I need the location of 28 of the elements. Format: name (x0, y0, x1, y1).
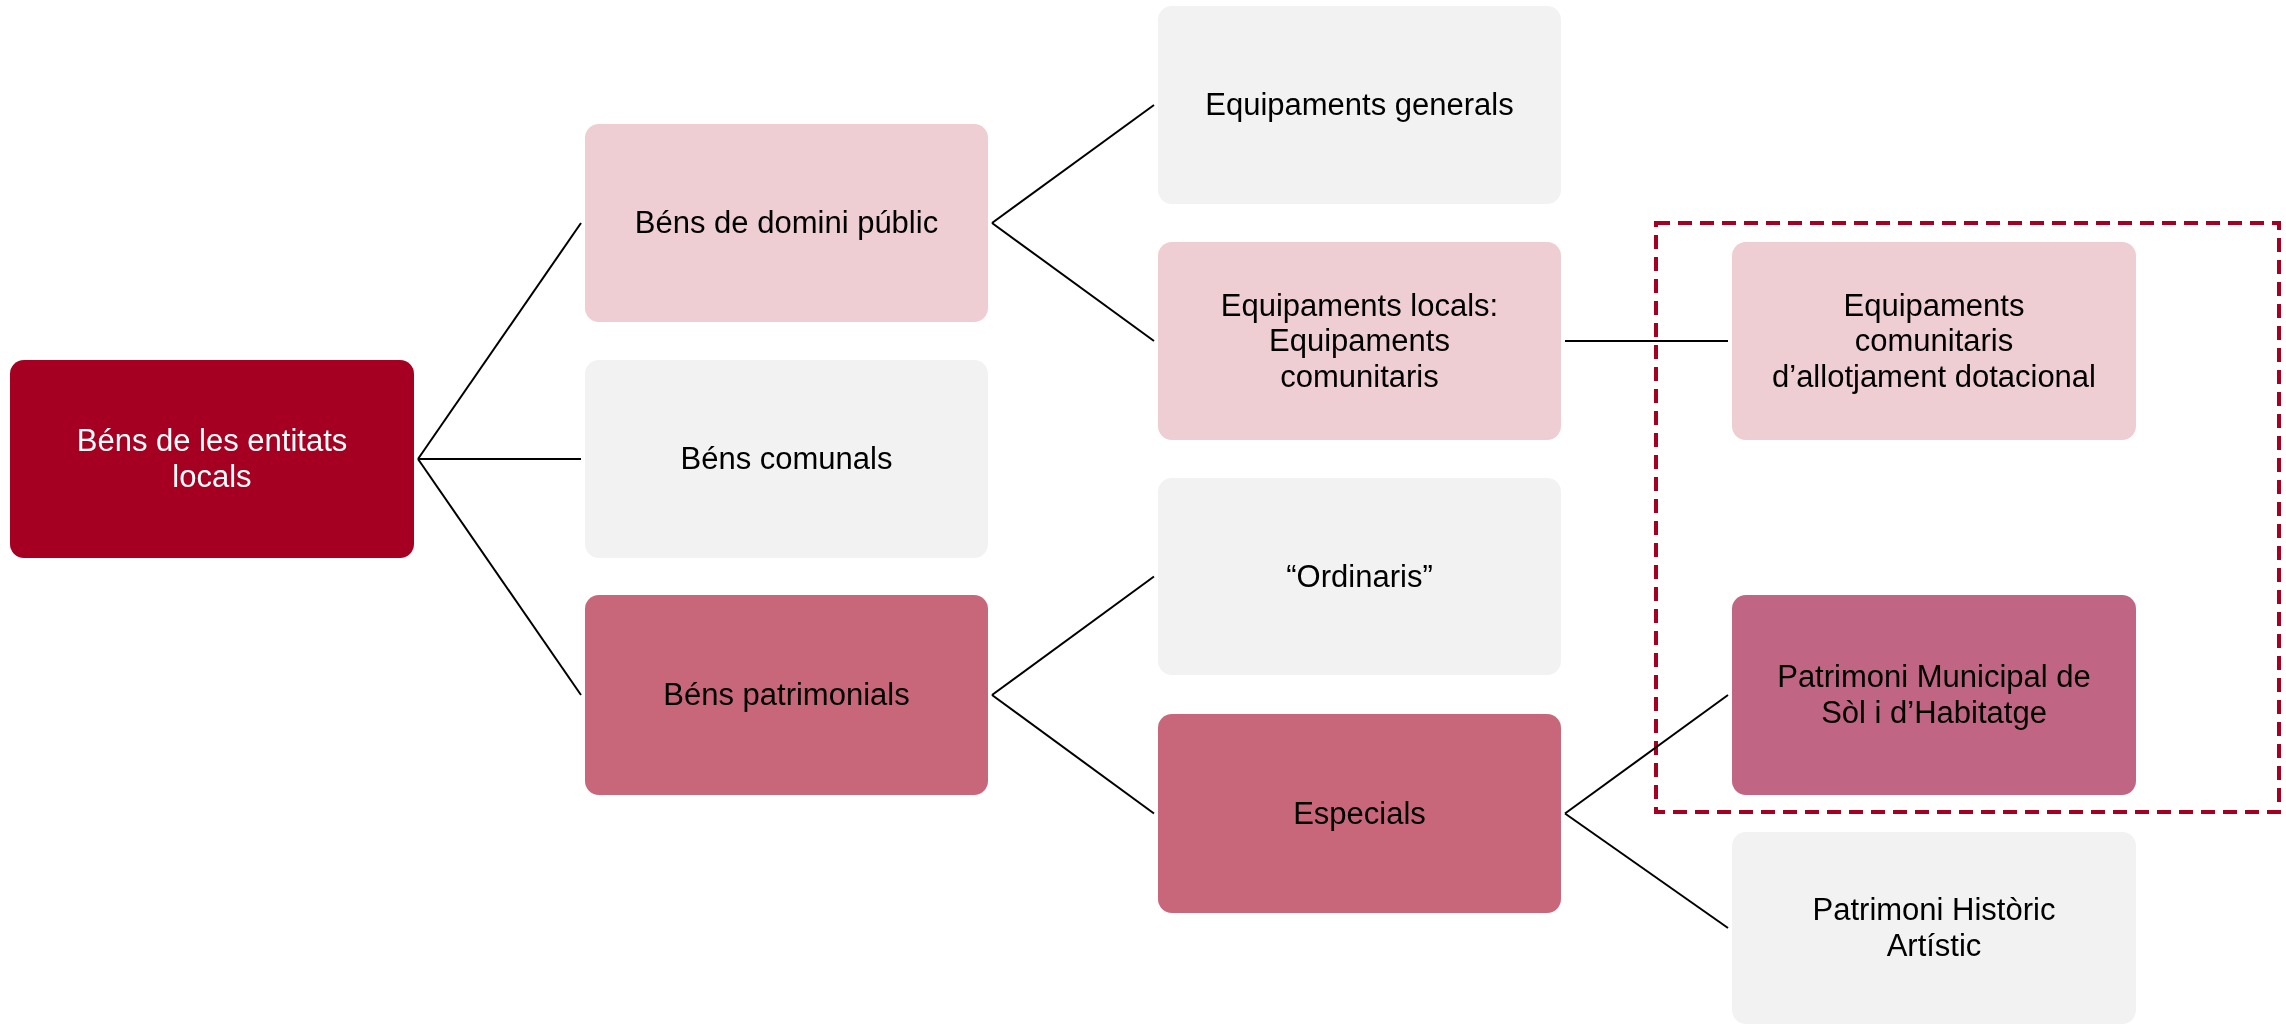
category-box (1732, 595, 2136, 795)
node-label: Béns de domini públic (634, 205, 939, 241)
connector-line (991, 222, 1155, 342)
node-label: Patrimoni Municipal de Sòl i d’Habitatge (1776, 659, 2092, 731)
connector-line (1564, 812, 1729, 929)
node-label: Béns de les entitats locals (75, 423, 349, 495)
category-box (1732, 242, 2136, 440)
category-box (585, 124, 988, 322)
node-label: Patrimoni Històric Artístic (1811, 892, 2057, 964)
category-box (1158, 242, 1561, 440)
connector-line (991, 104, 1155, 224)
category-box (1158, 714, 1561, 913)
connector-line (417, 458, 582, 696)
connector-line (417, 458, 582, 460)
node-label: Equipaments locals: Equipaments comunitaris (1219, 287, 1500, 395)
connector-line (417, 222, 582, 460)
node-label: Especials (1293, 795, 1426, 832)
connector-line (1564, 340, 1729, 342)
node-label: Béns comunals (680, 441, 893, 477)
category-box (10, 360, 414, 558)
connector-line (991, 575, 1155, 696)
node-label: “Ordinaris” (1286, 558, 1433, 595)
node-label: Equipaments comunitaris d’allotjament dotacional (1772, 287, 2096, 395)
category-box (585, 595, 988, 795)
connector-line (991, 694, 1155, 815)
connector-line (1564, 694, 1729, 815)
node-label: Equipaments generals (1205, 87, 1514, 123)
node-label: Béns patrimonials (663, 677, 910, 713)
